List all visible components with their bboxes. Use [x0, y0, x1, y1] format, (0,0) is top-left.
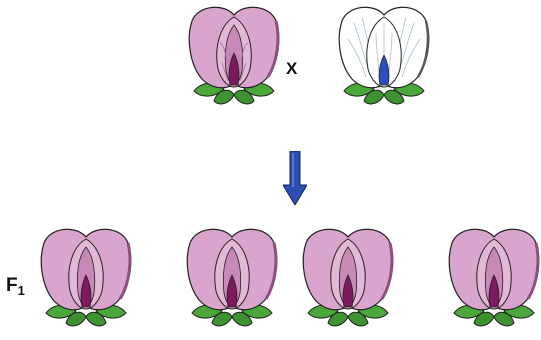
- f1-offspring-flower: [444, 225, 541, 329]
- f1-offspring-flower: [298, 225, 398, 329]
- flower-purple-icon: [36, 225, 136, 329]
- down-arrow-icon: [283, 151, 307, 205]
- flower-purple-icon: [182, 225, 282, 329]
- f1-label-text: F: [6, 275, 18, 296]
- f1-generation-label: F1: [6, 276, 25, 297]
- flower-purple-icon: [298, 225, 398, 329]
- f1-offspring-flower: [36, 225, 136, 329]
- cross-symbol: X: [286, 60, 297, 77]
- flower-white-icon: [334, 3, 434, 107]
- parent-purple-flower: [184, 3, 284, 107]
- flower-purple-icon: [444, 225, 541, 329]
- f1-offspring-flower: [182, 225, 282, 329]
- parent-white-flower: [334, 3, 434, 107]
- f1-label-subscript: 1: [18, 283, 25, 298]
- flower-purple-icon: [184, 3, 284, 107]
